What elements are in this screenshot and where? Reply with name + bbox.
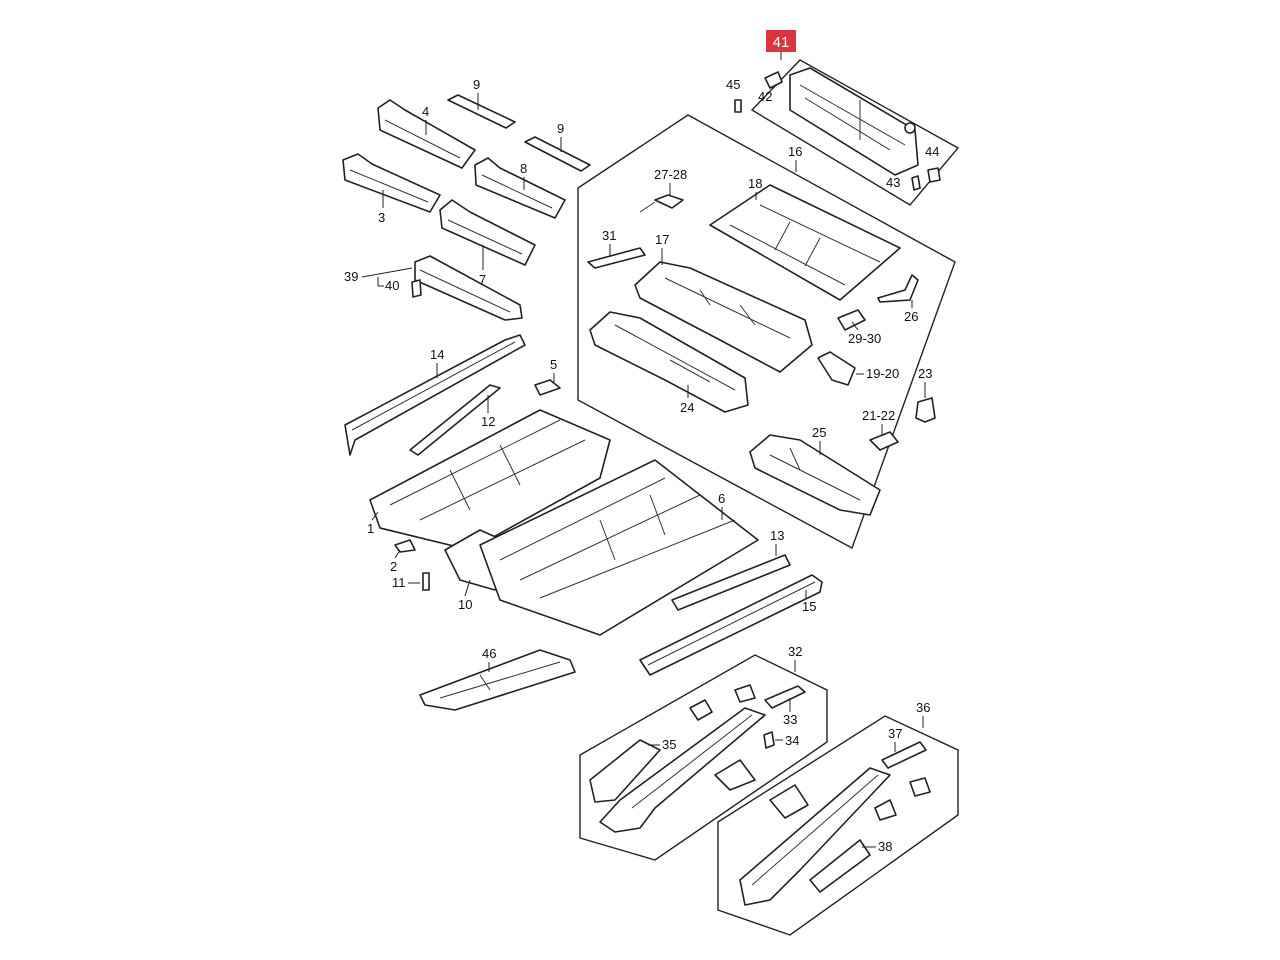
callout-10[interactable]: 10: [458, 597, 472, 612]
part-13[interactable]: [671, 554, 791, 611]
callout-45[interactable]: 45: [726, 77, 740, 92]
part-29-30[interactable]: [837, 309, 866, 331]
part-42-clip[interactable]: [764, 71, 783, 89]
callout-11[interactable]: 11: [392, 575, 406, 590]
part-34[interactable]: [763, 731, 775, 749]
part-6[interactable]: [479, 459, 759, 636]
part-32-bracket-b[interactable]: [734, 684, 756, 703]
callout-41[interactable]: 41: [773, 34, 790, 51]
callout-34[interactable]: 34: [785, 733, 799, 748]
part-37[interactable]: [881, 741, 927, 769]
group-rear-floor: 16 27-28 18 31 17 26 29-30 19-20 23 24: [577, 114, 956, 550]
callout-18[interactable]: 18: [748, 176, 762, 191]
part-27-28[interactable]: [654, 194, 684, 209]
group-36-frame: [717, 715, 959, 936]
part-46[interactable]: [419, 649, 576, 711]
callout-36[interactable]: 36: [916, 700, 930, 715]
part-11-bolt[interactable]: [422, 572, 430, 591]
callout-1[interactable]: 1: [367, 521, 374, 536]
callout-5[interactable]: 5: [550, 357, 557, 372]
callout-27-28[interactable]: 27-28: [654, 167, 687, 182]
upper-left-parts: 9 9 4 8 3 7 39 40: [342, 77, 591, 321]
part-3[interactable]: [342, 153, 441, 213]
part-15[interactable]: [639, 574, 823, 676]
callout-12[interactable]: 12: [481, 414, 495, 429]
front-floor-parts: 14 5 12 1 2 11 10 6 13 15 46: [344, 334, 823, 711]
callout-35[interactable]: 35: [662, 737, 676, 752]
callout-3[interactable]: 3: [378, 210, 385, 225]
part-43-pin[interactable]: [911, 175, 921, 191]
part-21-22[interactable]: [869, 431, 899, 451]
part-41-panel[interactable]: [789, 67, 919, 176]
group-32-frame: [579, 654, 828, 861]
callout-23[interactable]: 23: [918, 366, 932, 381]
callout-7[interactable]: 7: [479, 272, 486, 287]
callout-26[interactable]: 26: [904, 309, 918, 324]
callout-37[interactable]: 37: [888, 726, 902, 741]
callout-17[interactable]: 17: [655, 232, 669, 247]
callout-46[interactable]: 46: [482, 646, 496, 661]
part-2[interactable]: [394, 539, 416, 553]
callout-9-lower[interactable]: 9: [557, 121, 564, 136]
callout-13[interactable]: 13: [770, 528, 784, 543]
part-36-bracket-b[interactable]: [874, 799, 897, 821]
part-23[interactable]: [915, 397, 936, 423]
part-39-bracket[interactable]: [414, 255, 523, 321]
part-35[interactable]: [589, 739, 661, 803]
group-32: 32 33 34 35: [579, 644, 828, 861]
part-45-bolt[interactable]: [734, 99, 742, 113]
callout-9-upper[interactable]: 9: [473, 77, 480, 92]
callout-21-22[interactable]: 21-22: [862, 408, 895, 423]
highlight-callout-41-bg[interactable]: [766, 30, 796, 52]
callout-8[interactable]: 8: [520, 161, 527, 176]
callout-16[interactable]: 16: [788, 144, 802, 159]
part-9-lower[interactable]: [524, 136, 591, 172]
callout-32[interactable]: 32: [788, 644, 802, 659]
part-44-nut[interactable]: [927, 167, 941, 183]
callout-33[interactable]: 33: [783, 712, 797, 727]
callout-25[interactable]: 25: [812, 425, 826, 440]
part-25[interactable]: [749, 434, 881, 516]
part-38[interactable]: [809, 839, 871, 893]
part-33[interactable]: [764, 685, 806, 709]
part-7[interactable]: [439, 199, 536, 266]
callout-44[interactable]: 44: [925, 144, 939, 159]
part-31[interactable]: [587, 247, 646, 269]
part-32-bracket-c[interactable]: [714, 759, 756, 791]
group-41-frame: [750, 59, 960, 206]
part-9-upper[interactable]: [447, 94, 516, 129]
callout-38[interactable]: 38: [878, 839, 892, 854]
part-14[interactable]: [344, 334, 526, 456]
part-24[interactable]: [589, 311, 749, 413]
part-19-20[interactable]: [817, 351, 856, 386]
part-12[interactable]: [409, 384, 501, 456]
callout-29-30[interactable]: 29-30: [848, 331, 881, 346]
part-26[interactable]: [877, 274, 919, 303]
callout-4[interactable]: 4: [422, 104, 429, 119]
callout-6[interactable]: 6: [718, 491, 725, 506]
part-17[interactable]: [634, 261, 813, 373]
group-rear-floor-frame: [577, 114, 956, 550]
callout-43[interactable]: 43: [886, 175, 900, 190]
callout-14[interactable]: 14: [430, 347, 444, 362]
part-40-clip[interactable]: [411, 279, 422, 298]
callout-40[interactable]: 40: [385, 278, 399, 293]
callout-2[interactable]: 2: [390, 559, 397, 574]
part-36-bracket-c[interactable]: [909, 777, 931, 797]
callout-15[interactable]: 15: [802, 599, 816, 614]
part-18[interactable]: [709, 184, 901, 301]
callout-31[interactable]: 31: [602, 228, 616, 243]
part-5[interactable]: [534, 379, 561, 396]
part-36-bracket-a[interactable]: [769, 784, 809, 819]
callout-39[interactable]: 39: [344, 269, 358, 284]
part-36-rail[interactable]: [739, 767, 891, 906]
callout-42[interactable]: 42: [758, 89, 772, 104]
group-36: 36 37 38: [717, 700, 959, 936]
group-41: 41 45 42 44 43: [726, 30, 960, 206]
part-32-bracket-a[interactable]: [689, 699, 713, 721]
callout-24[interactable]: 24: [680, 400, 694, 415]
callout-19-20[interactable]: 19-20: [866, 366, 899, 381]
